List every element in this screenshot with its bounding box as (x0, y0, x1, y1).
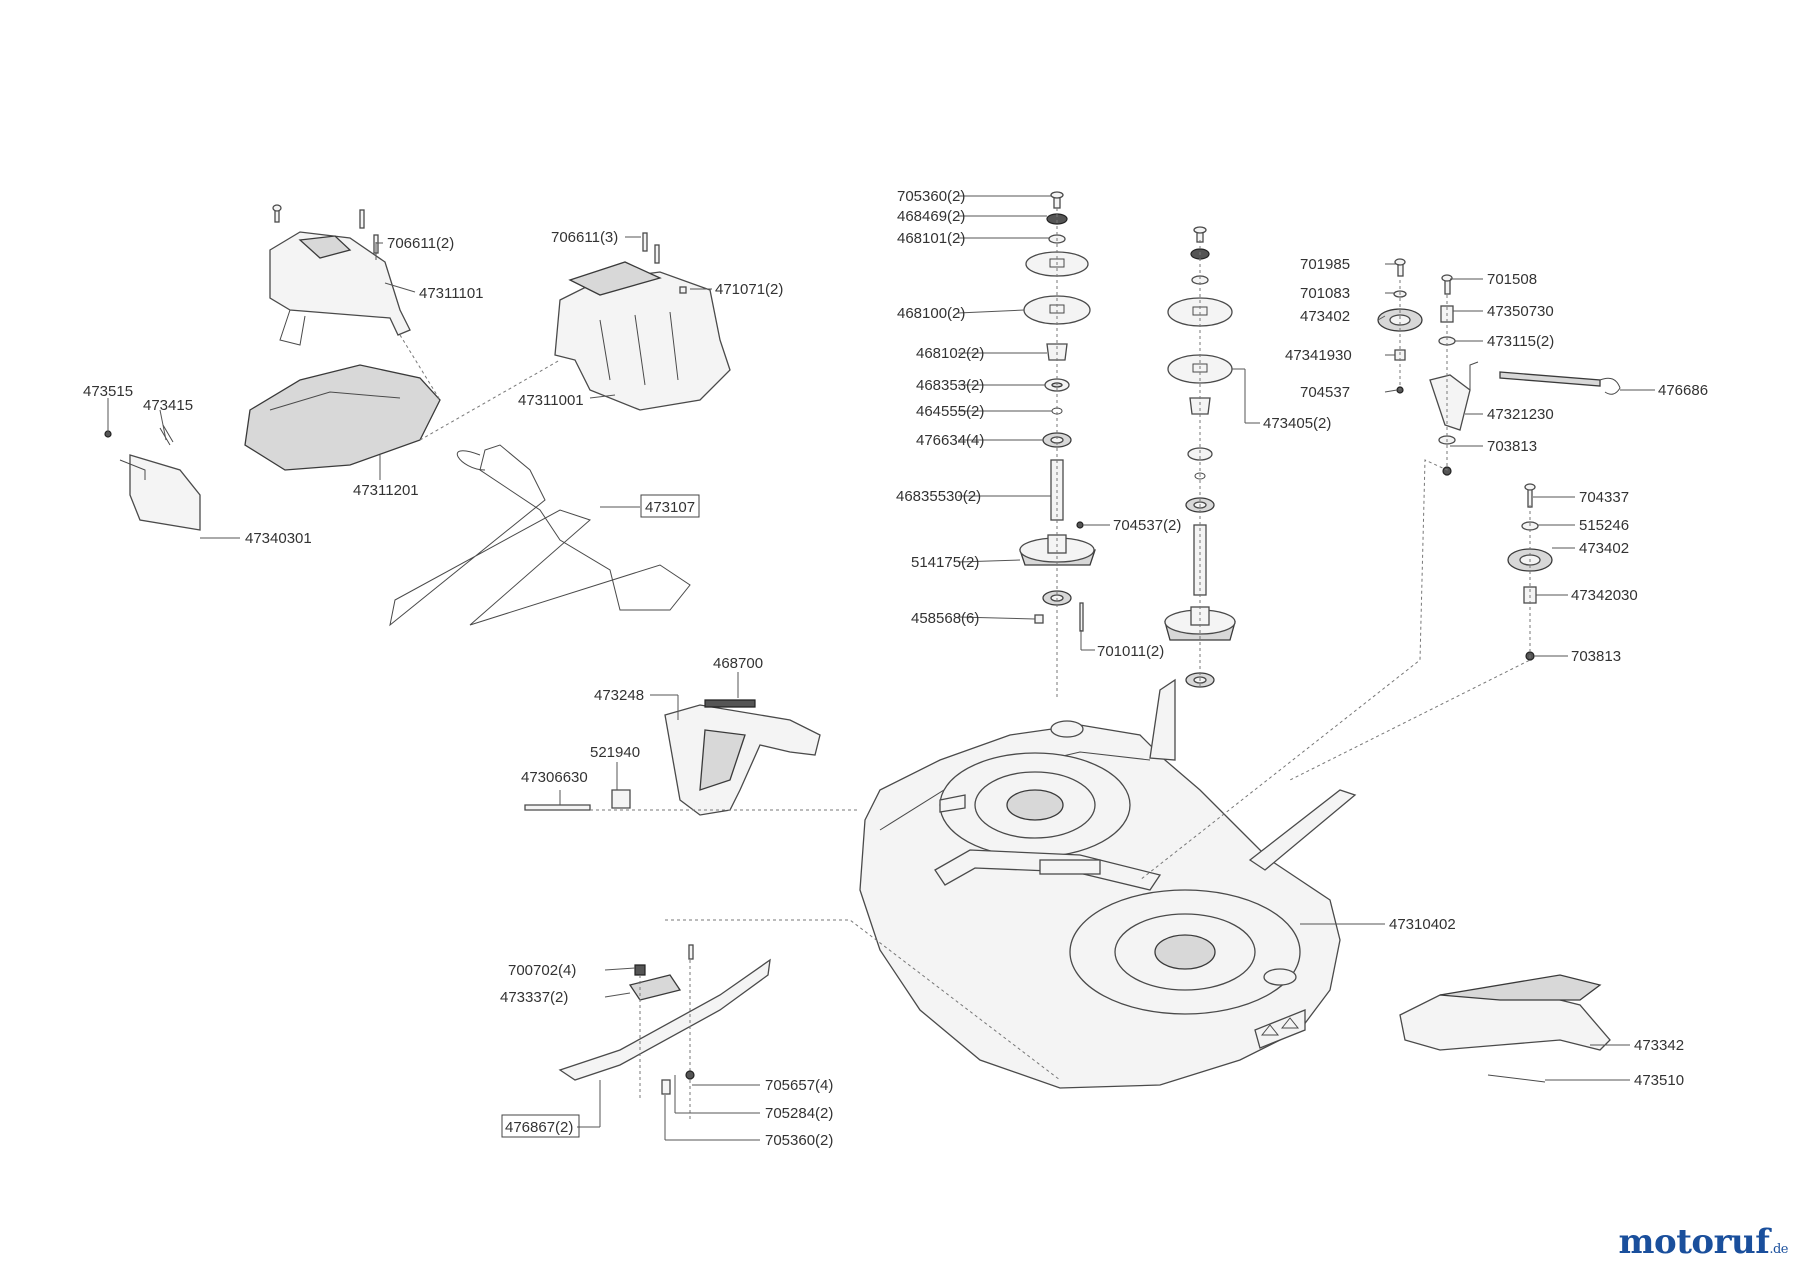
label-468102-2: 468102(2) (916, 345, 984, 362)
label-473337-2: 473337(2) (500, 989, 568, 1006)
label-704537-2: 704537(2) (1113, 517, 1181, 534)
label-47311201: 47311201 (353, 482, 419, 499)
label-703813-bot: 703813 (1571, 648, 1621, 665)
label-464555-2: 464555(2) (916, 403, 984, 420)
left-bracket (104, 424, 201, 531)
label-473510: 473510 (1634, 1072, 1684, 1089)
label-700702-4: 700702(4) (508, 962, 576, 979)
idler-assembly (1139, 258, 1621, 881)
label-701011-2: 701011(2) (1097, 643, 1164, 660)
label-473402-bot: 473402 (1579, 540, 1629, 557)
label-476634-4: 476634(4) (916, 432, 984, 449)
label-704337: 704337 (1579, 489, 1629, 506)
label-514175-2: 514175(2) (911, 554, 979, 571)
label-473405-2: 473405(2) (1263, 415, 1331, 432)
label-704537: 704537 (1300, 384, 1350, 401)
label-47306630: 47306630 (521, 769, 588, 786)
belt-guard (524, 699, 860, 816)
mower-deck (859, 678, 1357, 1089)
label-47311101: 47311101 (419, 285, 484, 302)
label-46835530-2: 46835530(2) (896, 488, 981, 505)
label-473415: 473415 (143, 397, 193, 414)
label-705360-2-top: 705360(2) (897, 188, 965, 205)
label-473107: 473107 (645, 499, 695, 516)
label-476686: 476686 (1658, 382, 1708, 399)
label-701508: 701508 (1487, 271, 1537, 288)
label-521940: 521940 (590, 744, 640, 761)
label-47311001: 47311001 (518, 392, 584, 409)
logo-suffix: .de (1769, 1242, 1788, 1257)
label-47342030: 47342030 (1571, 587, 1638, 604)
leader-lines (107, 195, 1655, 1141)
left-spindle-stack (1019, 191, 1096, 700)
label-473342: 473342 (1634, 1037, 1684, 1054)
label-468101-2: 468101(2) (897, 230, 965, 247)
label-47321230: 47321230 (1487, 406, 1554, 423)
part-labels: 705360(2) 468469(2) 468101(2) 468100(2) … (83, 188, 1708, 1149)
blade-assembly (558, 919, 1061, 1120)
label-468469-2: 468469(2) (897, 208, 965, 225)
label-701985: 701985 (1300, 256, 1350, 273)
side-deflector (1399, 974, 1611, 1083)
label-473115-2: 473115(2) (1487, 333, 1554, 350)
label-47340301: 47340301 (245, 530, 312, 547)
motoruf-logo: motoruf.de (1618, 1222, 1789, 1262)
covers-upper-left (244, 204, 731, 471)
label-468700: 468700 (713, 655, 763, 672)
label-706611-2: 706611(2) (387, 235, 454, 252)
label-706611-3: 706611(3) (551, 229, 618, 246)
label-471071-2: 471071(2) (715, 281, 783, 298)
label-47350730: 47350730 (1487, 303, 1554, 320)
right-spindle-stack (1164, 226, 1236, 690)
drive-belt (389, 444, 691, 627)
label-468100-2: 468100(2) (897, 305, 965, 322)
label-47310402: 47310402 (1389, 916, 1456, 933)
label-458568-6: 458568(6) (911, 610, 979, 627)
label-705360-2-bot: 705360(2) (765, 1132, 833, 1149)
label-473515: 473515 (83, 383, 133, 400)
label-473248: 473248 (594, 687, 644, 704)
label-703813-top: 703813 (1487, 438, 1537, 455)
label-473402-top: 473402 (1300, 308, 1350, 325)
label-515246: 515246 (1579, 517, 1629, 534)
label-701083: 701083 (1300, 285, 1350, 302)
label-468353-2: 468353(2) (916, 377, 984, 394)
label-705657-4: 705657(4) (765, 1077, 833, 1094)
label-476867-2: 476867(2) (505, 1119, 573, 1136)
label-705284-2: 705284(2) (765, 1105, 833, 1122)
label-47341930: 47341930 (1285, 347, 1352, 364)
logo-text: motoruf (1618, 1222, 1770, 1262)
